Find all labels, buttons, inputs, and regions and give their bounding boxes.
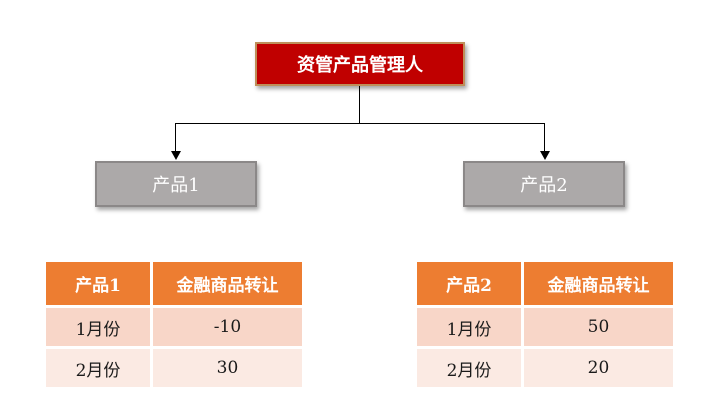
table-cell-month: 2月份 <box>417 349 521 387</box>
arrow-down-icon <box>171 151 181 160</box>
table-header-cell: 产品1 <box>46 262 150 305</box>
child-node-label: 产品1 <box>152 175 200 196</box>
connector-horizontal <box>175 123 545 124</box>
table-cell-value: 20 <box>524 349 673 387</box>
table-cell-month: 2月份 <box>46 349 150 387</box>
table-row: 2月份 20 <box>417 349 673 387</box>
table-cell-month: 1月份 <box>417 308 521 346</box>
table-cell-value: -10 <box>153 308 302 346</box>
table-cell-value: 30 <box>153 349 302 387</box>
table-product2: 产品2 金融商品转让 1月份 50 2月份 20 <box>417 262 673 387</box>
child-node-product2: 产品2 <box>463 161 625 207</box>
table-cell-month: 1月份 <box>46 308 150 346</box>
table-row: 1月份 -10 <box>46 308 302 346</box>
table-row: 1月份 50 <box>417 308 673 346</box>
table-header-cell: 金融商品转让 <box>153 262 302 305</box>
table-header-row: 产品2 金融商品转让 <box>417 262 673 305</box>
table-header-cell: 产品2 <box>417 262 521 305</box>
connector-right-stem <box>544 123 545 153</box>
root-node-label: 资管产品管理人 <box>297 55 423 76</box>
table-header-cell: 金融商品转让 <box>524 262 673 305</box>
child-node-product1: 产品1 <box>95 161 257 207</box>
connector-left-stem <box>175 123 176 153</box>
arrow-down-icon <box>540 151 550 160</box>
table-row: 2月份 30 <box>46 349 302 387</box>
table-header-row: 产品1 金融商品转让 <box>46 262 302 305</box>
table-product1: 产品1 金融商品转让 1月份 -10 2月份 30 <box>46 262 302 387</box>
root-node-manager: 资管产品管理人 <box>255 42 465 86</box>
child-node-label: 产品2 <box>520 175 568 196</box>
table-cell-value: 50 <box>524 308 673 346</box>
connector-root-stem <box>359 86 360 123</box>
